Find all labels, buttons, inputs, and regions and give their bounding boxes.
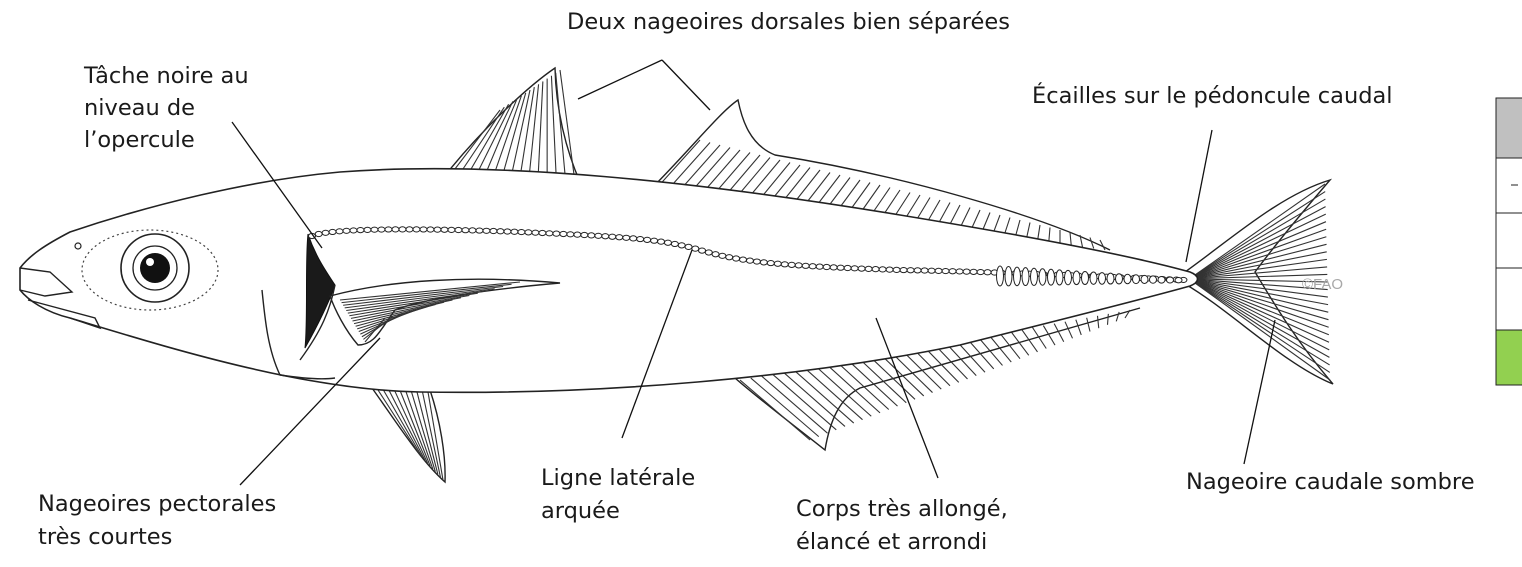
label-lateral-line2: arquée: [541, 495, 620, 528]
label-opercule-line2: niveau de: [84, 92, 195, 125]
first-dorsal-fin: [440, 68, 580, 182]
table-cell: [1496, 158, 1522, 213]
table-cell: [1496, 213, 1522, 268]
pelvic-fin: [372, 388, 445, 482]
leader-dorsal-1: [578, 60, 662, 99]
label-caudal-fin: Nageoire caudale sombre: [1186, 466, 1475, 499]
label-caudal-scales: Écailles sur le pédoncule caudal: [1032, 80, 1393, 113]
label-opercule-line1: Tâche noire au: [84, 60, 249, 93]
label-body-line2: élancé et arrondi: [796, 526, 987, 559]
leader-caudal: [1244, 320, 1275, 464]
label-pectoral-line2: très courtes: [38, 521, 172, 554]
table-header-cell: [1496, 98, 1522, 158]
table-highlight-cell: [1496, 330, 1522, 385]
table-cell: [1496, 268, 1522, 330]
label-body-line1: Corps très allongé,: [796, 493, 1008, 526]
label-opercule-line3: l’opercule: [84, 124, 195, 157]
label-lateral-line1: Ligne latérale: [541, 462, 695, 495]
label-dorsal-fins: Deux nageoires dorsales bien séparées: [567, 6, 1010, 39]
credit-text: ©FAO: [1302, 276, 1343, 293]
leader-scales: [1186, 130, 1212, 262]
label-pectoral-line1: Nageoires pectorales: [38, 488, 276, 521]
fish-body: [20, 169, 1198, 393]
leader-dorsal-2: [662, 60, 710, 110]
partial-table: [1496, 98, 1522, 385]
